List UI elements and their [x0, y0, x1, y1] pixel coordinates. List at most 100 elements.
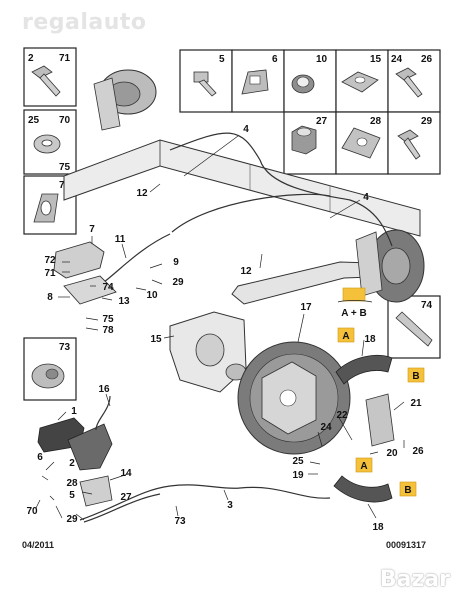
callout: 26 [412, 446, 424, 457]
callout: 25 [292, 456, 304, 467]
box-label: 70 [59, 115, 71, 126]
box-24-26[interactable]: 24 26 [387, 49, 441, 113]
callout: 6 [37, 452, 43, 463]
callout: 24 [320, 422, 332, 433]
callout: 10 [146, 290, 158, 301]
callout: 21 [410, 398, 422, 409]
callout: 11 [115, 234, 126, 245]
callout: 13 [118, 296, 130, 307]
box-label: 10 [316, 54, 328, 65]
bolt-icon [395, 67, 423, 98]
callout: 20 [386, 448, 398, 459]
marker-a: A [337, 327, 355, 343]
callout: 4 [363, 192, 369, 203]
marker-label: B [404, 485, 411, 496]
callout: 12 [240, 266, 252, 277]
box-label: 5 [219, 54, 225, 65]
box-label: 25 [28, 115, 40, 126]
box-5[interactable]: 5 [179, 49, 233, 113]
box-6[interactable]: 6 [231, 49, 285, 113]
box-25-70-75[interactable]: 25 70 75 [23, 109, 77, 175]
callout: 75 [102, 314, 114, 325]
box-15[interactable]: 15 [335, 49, 389, 113]
box-74[interactable]: 74 [387, 295, 441, 359]
handbrake-handle [37, 417, 113, 471]
callout: 5 [69, 490, 75, 501]
box-label: 6 [272, 54, 278, 65]
clip-nut-icon [341, 127, 381, 159]
callout: 19 [292, 470, 304, 481]
box-73[interactable]: 73 [23, 337, 77, 401]
brake-shoe-lower [333, 475, 393, 503]
box-label: 26 [421, 54, 433, 65]
grommet-icon [33, 193, 59, 223]
box-29[interactable]: 29 [387, 111, 441, 175]
callout: 17 [300, 302, 312, 313]
callout: 14 [120, 468, 132, 479]
corner-logo: Bazar [379, 567, 450, 592]
callout: 3 [227, 500, 233, 511]
marker-b: B [399, 481, 417, 497]
callout: 8 [47, 292, 53, 303]
callout: 18 [372, 522, 384, 533]
callout: 16 [98, 384, 110, 395]
callout: 22 [336, 410, 348, 421]
callout: 72 [44, 255, 56, 266]
combined-label: A + B [341, 308, 366, 319]
box-2-71[interactable]: 2 71 [23, 47, 77, 107]
box-label: 74 [421, 300, 433, 311]
callout-labels: 4 4 12 12 7 11 9 72 71 74 8 10 13 29 75 … [26, 124, 424, 533]
marker-a: A [355, 457, 373, 473]
callout: 78 [102, 325, 114, 336]
kit-a-b-label: A + B [337, 287, 373, 319]
callout: 28 [66, 478, 78, 489]
handbrake-lever-assembly [53, 241, 117, 305]
marker-b: B [407, 367, 425, 383]
callout: 18 [364, 334, 376, 345]
callout: 9 [173, 257, 179, 268]
box-27[interactable]: 27 [283, 111, 337, 175]
box-label: 24 [391, 54, 403, 65]
callout: 12 [136, 188, 148, 199]
brake-cable [103, 132, 393, 283]
box-10[interactable]: 10 [283, 49, 337, 113]
footer-date: 04/2011 [22, 540, 55, 550]
callout: 7 [89, 224, 95, 235]
callout: 1 [71, 406, 77, 417]
handbrake-cable-lower [79, 395, 331, 523]
box-label: 15 [370, 54, 382, 65]
bolt-icon [31, 65, 61, 97]
right-brake-drum [355, 229, 425, 303]
callout: 70 [26, 506, 38, 517]
callout: 2 [69, 458, 75, 469]
clip-icon [241, 69, 269, 95]
backing-plate [237, 341, 351, 455]
box-label: 73 [59, 342, 71, 353]
box-label: 27 [316, 116, 328, 127]
nut-icon [291, 125, 317, 155]
stud-icon [193, 71, 217, 97]
box-label: 2 [28, 53, 34, 64]
marker-label: A [342, 331, 349, 342]
box-label: 75 [59, 162, 71, 173]
callout: 29 [172, 277, 184, 288]
left-brake-drum [93, 69, 157, 131]
callout: 74 [102, 282, 114, 293]
equalizer-bracket [79, 475, 113, 507]
leader-lines [35, 135, 405, 521]
washer-icon [33, 134, 61, 154]
box-label: 71 [59, 53, 71, 64]
pin-icon [395, 311, 433, 347]
box-label: 28 [370, 116, 382, 127]
box-label: 29 [421, 116, 433, 127]
callout: 4 [243, 124, 249, 135]
bracket-nut-icon [341, 71, 379, 93]
screw-icon [397, 129, 421, 160]
callout: 29 [66, 514, 78, 525]
box-28[interactable]: 28 [335, 111, 389, 175]
callout: 71 [44, 268, 56, 279]
marker-label: A [360, 461, 367, 472]
wheel-cylinder [365, 393, 395, 447]
watermark: regalauto [22, 10, 147, 35]
footer-ref: 00091317 [386, 540, 427, 550]
